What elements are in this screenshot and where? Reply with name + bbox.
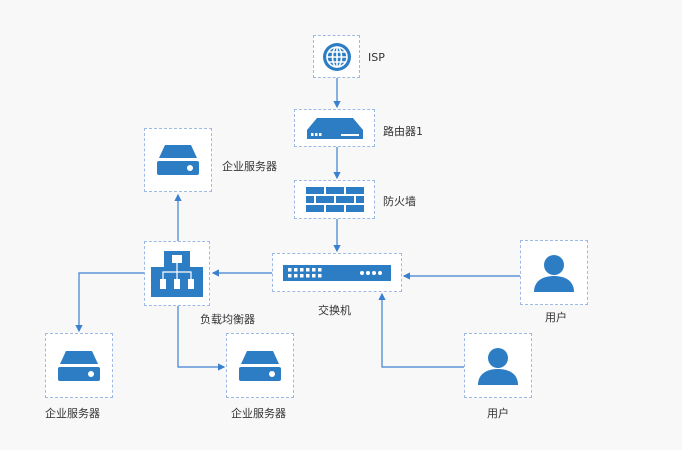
load-balancer-node[interactable] xyxy=(144,241,210,306)
server-bottom-node[interactable] xyxy=(226,333,294,398)
globe-icon xyxy=(322,42,351,71)
switch-label: 交换机 xyxy=(318,304,351,317)
router-icon xyxy=(306,118,363,139)
edge-user-bottom-switch xyxy=(378,292,464,368)
server-top-label: 企业服务器 xyxy=(222,160,277,173)
user-bottom-label: 用户 xyxy=(487,407,509,420)
isp-node[interactable] xyxy=(313,35,360,78)
router-node[interactable] xyxy=(294,109,375,147)
firewall-icon xyxy=(305,186,364,212)
firewall-node[interactable] xyxy=(294,180,375,219)
switch-node[interactable] xyxy=(272,253,402,292)
edge-lb-server-left xyxy=(75,272,144,333)
router-label: 路由器1 xyxy=(383,125,423,138)
user-bottom-node[interactable] xyxy=(464,333,532,398)
load-balancer-label: 负载均衡器 xyxy=(200,313,255,326)
server-icon xyxy=(157,145,199,175)
user-right-label: 用户 xyxy=(545,311,567,324)
switch-icon xyxy=(283,264,391,281)
server-bottom-label: 企业服务器 xyxy=(231,407,286,420)
server-left-label: 企业服务器 xyxy=(45,407,100,420)
user-right-node[interactable] xyxy=(520,240,588,305)
firewall-label: 防火墙 xyxy=(383,195,416,208)
server-icon xyxy=(239,350,281,381)
user-icon xyxy=(534,254,574,292)
server-icon xyxy=(58,350,100,381)
server-left-node[interactable] xyxy=(45,333,113,398)
edge-lb-server-bottom xyxy=(177,306,226,371)
server-top-node[interactable] xyxy=(144,128,212,192)
isp-label: ISP xyxy=(368,51,385,64)
load-balancer-icon xyxy=(151,250,203,297)
user-icon xyxy=(478,347,518,385)
